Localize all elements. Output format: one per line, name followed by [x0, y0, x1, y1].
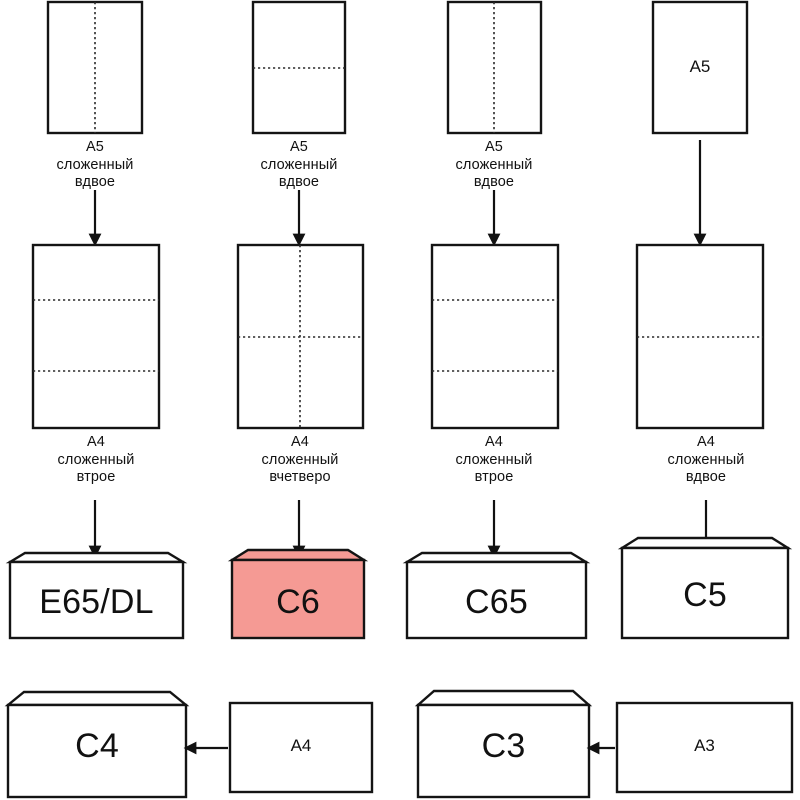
envelope-label-c6: C6: [276, 583, 320, 621]
envelope-label-e65dl: E65/DL: [39, 583, 154, 621]
row2-sheet-4: [635, 243, 765, 430]
row1-sheet-4-inner-label: A5: [689, 57, 711, 76]
envelope-label-c3: C3: [481, 727, 526, 765]
caption-row1-col3: A5 сложенный вдвое: [455, 139, 533, 191]
envelope-c3[interactable]: [414, 689, 593, 799]
envelope-c5[interactable]: [617, 536, 793, 640]
envelope-label-c5: C5: [683, 576, 727, 614]
envelope-label-c4: C4: [75, 727, 119, 765]
row2-sheet-1: [31, 243, 161, 430]
sheet-label-a4: A4: [290, 736, 312, 755]
caption-row2-col1: A4 сложенный втрое: [57, 434, 135, 486]
caption-row2-col4: A4 сложенный вдвое: [667, 434, 745, 486]
row1-sheet-4: [651, 0, 749, 135]
row4-sheet-a4: [228, 701, 374, 794]
row2-sheet-3: [430, 243, 560, 430]
envelope-label-c65: C65: [465, 583, 528, 621]
caption-row2-col2: A4 сложенный вчетверо: [261, 434, 339, 486]
row1-sheet-1: [46, 0, 144, 135]
envelope-c6[interactable]: [227, 548, 369, 640]
envelope-c65[interactable]: [402, 551, 591, 640]
envelope-c4[interactable]: [4, 690, 190, 799]
row2-sheet-2: [236, 243, 365, 430]
caption-row2-col3: A4 сложенный втрое: [455, 434, 533, 486]
caption-row1-col1: A5 сложенный вдвое: [56, 139, 134, 191]
caption-row1-col2: A5 сложенный вдвое: [260, 139, 338, 191]
sheet-label-a3: A3: [694, 736, 715, 755]
envelope-e65dl[interactable]: [5, 551, 188, 640]
row1-sheet-2: [251, 0, 347, 135]
row1-sheet-3: [446, 0, 543, 135]
row4-sheet-a3: [615, 701, 794, 794]
